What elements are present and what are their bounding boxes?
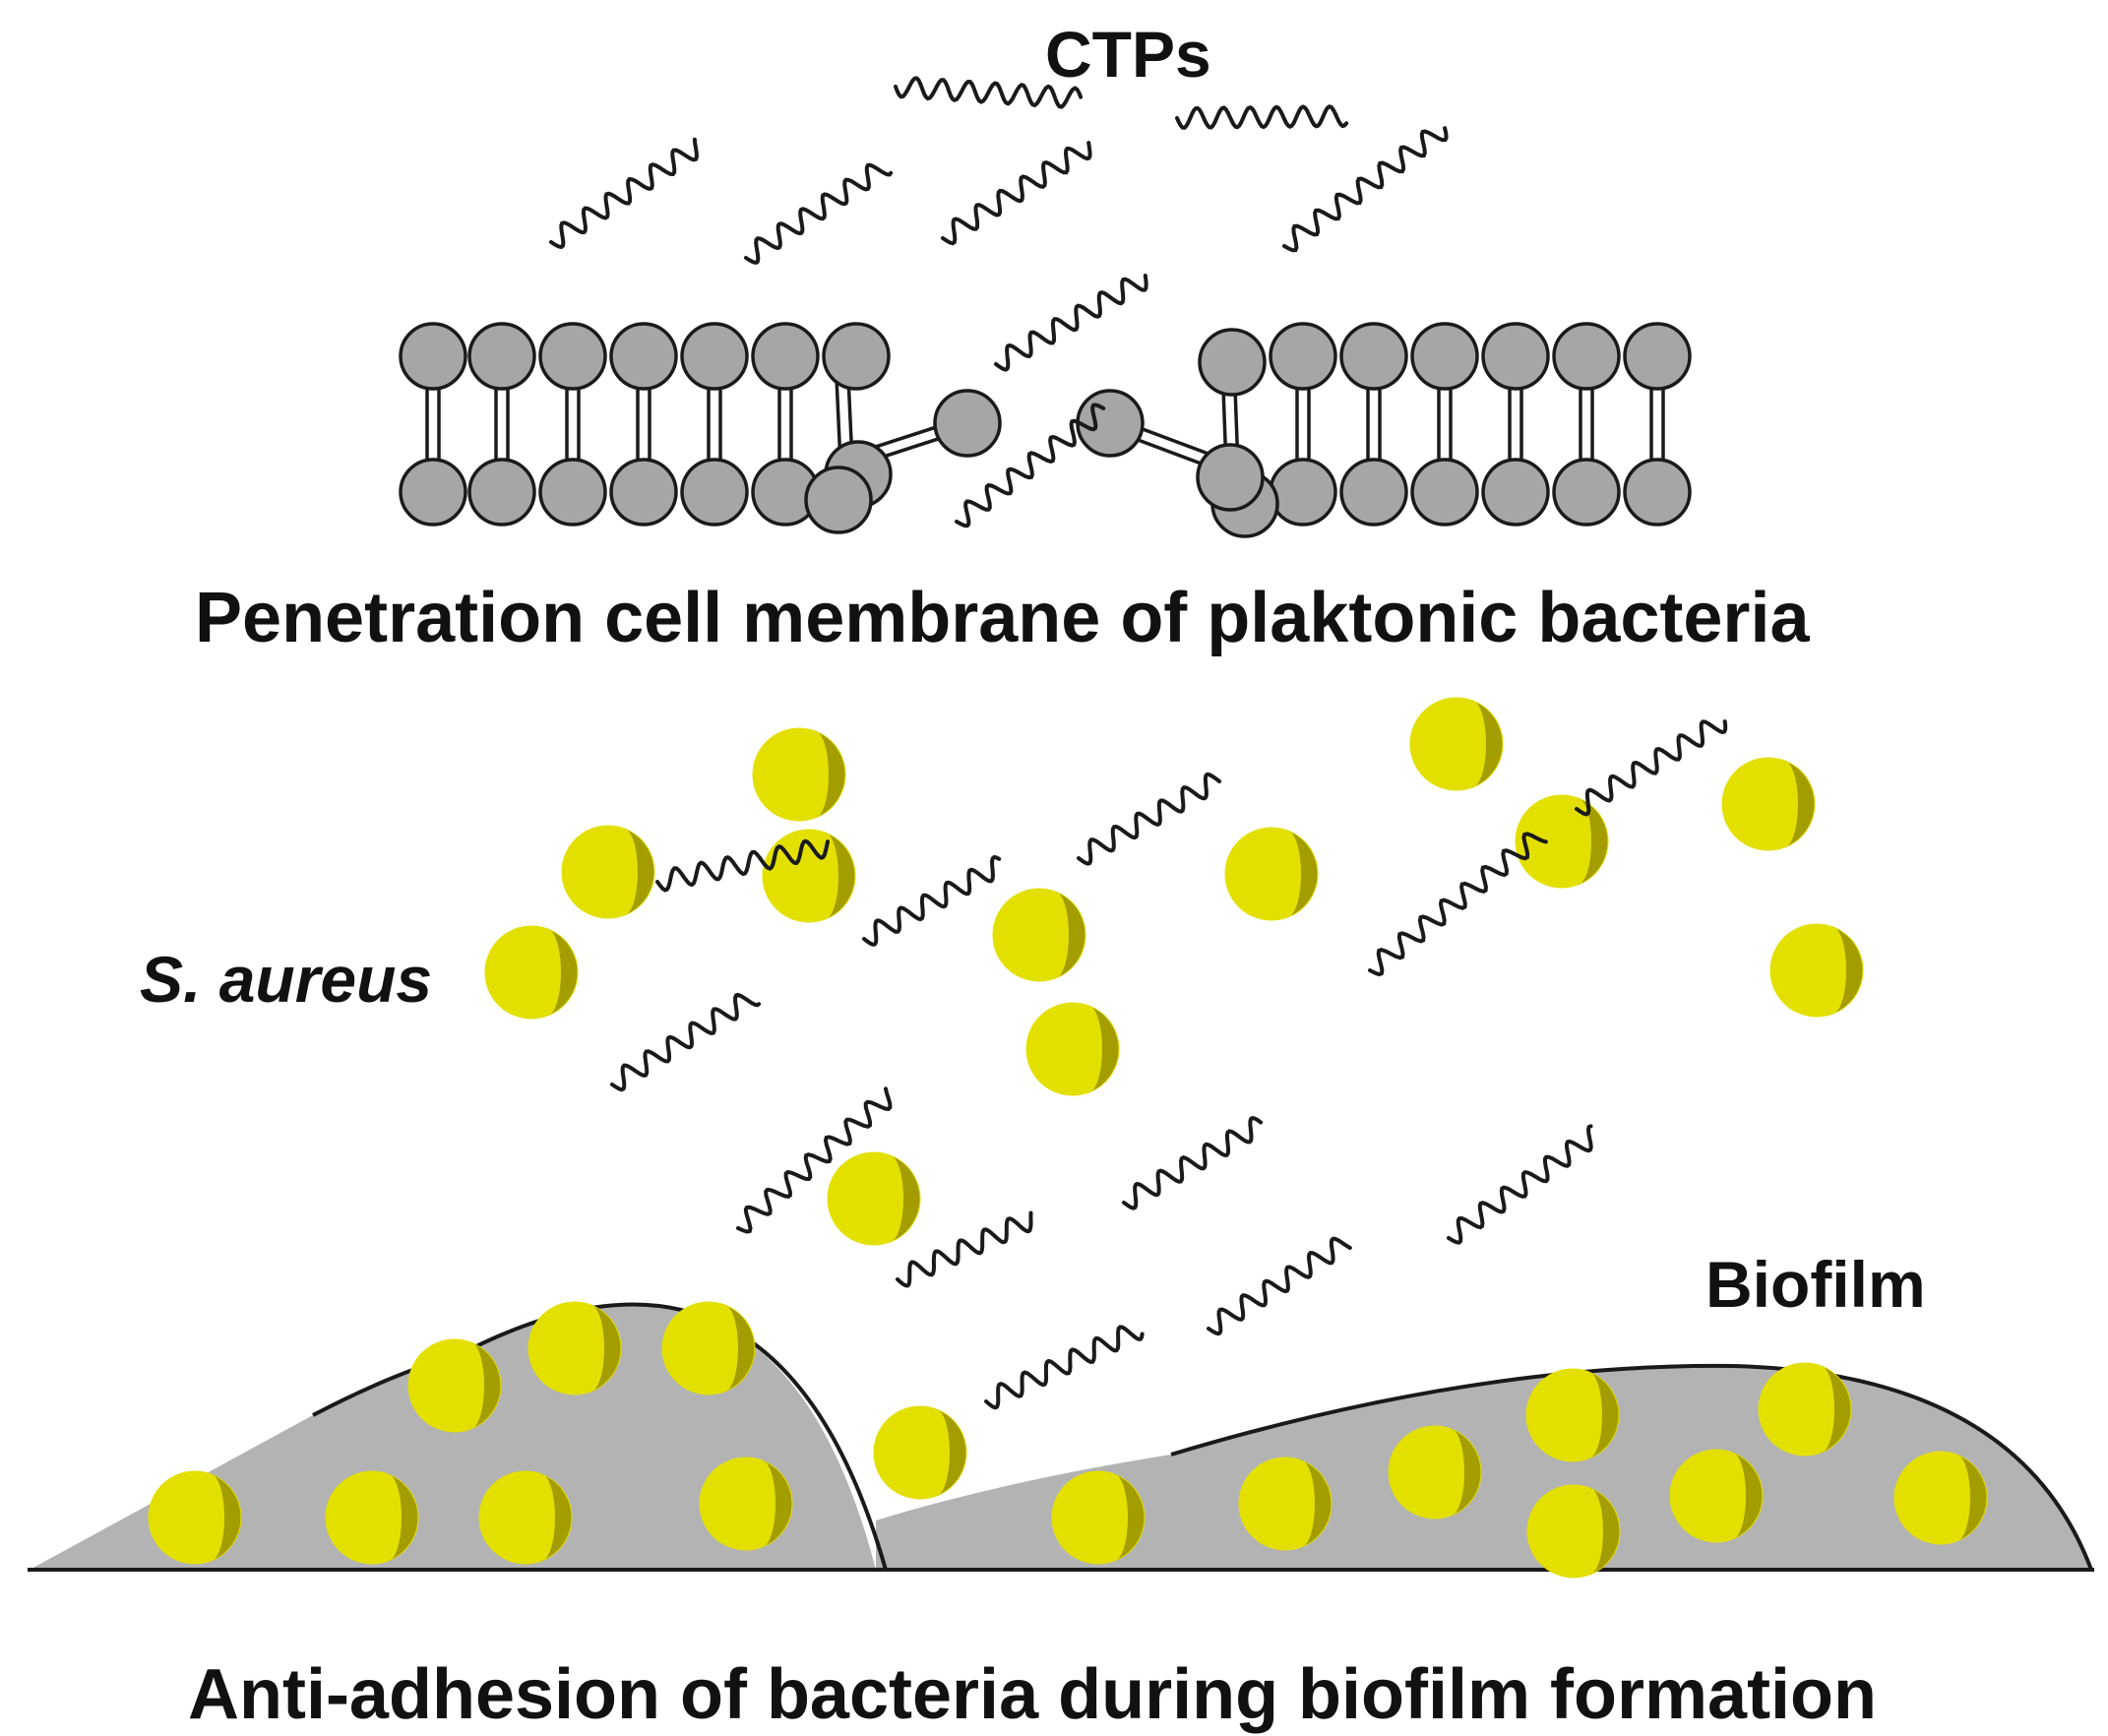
bacterium: [407, 1338, 502, 1433]
ctp-peptide: [862, 854, 1002, 947]
lipid-head: [933, 389, 1002, 458]
bacterium: [752, 727, 846, 822]
bacterium: [478, 1470, 573, 1565]
lipid-head: [1339, 322, 1408, 391]
ctp-peptide: [1575, 719, 1728, 817]
bacterium: [1388, 1425, 1482, 1519]
ctp-peptide: [1122, 1116, 1264, 1210]
lipid-head: [467, 322, 536, 391]
lipid-head: [1623, 458, 1692, 527]
lipid-head: [751, 322, 820, 391]
lipid-head: [1339, 458, 1408, 527]
ctp-peptide: [994, 274, 1148, 372]
lipid-head: [680, 458, 749, 527]
s-aureus-bacteria: [148, 697, 1988, 1579]
lipid-head: [609, 322, 678, 391]
ctp-peptide: [1175, 104, 1349, 130]
lipid-head: [1481, 322, 1550, 391]
lipid-head: [538, 322, 607, 391]
lipid-head: [399, 322, 467, 391]
biofilm-label: Biofilm: [1705, 1248, 1926, 1321]
bacterium: [1769, 923, 1864, 1018]
ctp-peptide: [894, 76, 1084, 109]
ctps-label: CTPs: [1045, 18, 1211, 91]
bacterium: [148, 1470, 242, 1565]
lipid-head: [1481, 458, 1550, 527]
bacterium: [1526, 1484, 1621, 1579]
lipid-head: [1269, 458, 1337, 527]
ctp-peptide: [955, 403, 1106, 528]
ctp-peptide: [1282, 126, 1449, 253]
ctp-peptide: [1368, 832, 1548, 977]
lipid-head: [680, 322, 749, 391]
lipid-bilayer-membrane: [399, 322, 1692, 538]
ctp-peptide: [941, 141, 1092, 246]
ctp-peptide: [744, 162, 894, 266]
lipid-head: [1623, 322, 1692, 391]
bacterium: [1409, 697, 1504, 791]
lipid-head: [1076, 389, 1145, 458]
biofilm-mound-left: [30, 1304, 876, 1570]
bacterium: [1025, 1002, 1120, 1096]
bacterium: [992, 888, 1086, 982]
ctp-peptides: [549, 76, 1728, 1410]
lipid-head: [467, 458, 536, 527]
lipid-head: [822, 322, 891, 391]
bacterium: [661, 1301, 756, 1395]
lipid-head: [804, 465, 873, 534]
bacterium: [1893, 1451, 1988, 1545]
lipid-head: [1552, 322, 1621, 391]
membrane-caption: Penetration cell membrane of plaktonic b…: [195, 579, 1810, 657]
bacterium: [1224, 827, 1319, 921]
bacterium: [1238, 1457, 1333, 1551]
ctp-peptide: [896, 1210, 1033, 1288]
s-aureus-label: S. aureus: [140, 943, 433, 1016]
lipid-head: [1552, 458, 1621, 527]
ctp-peptide: [736, 1086, 893, 1234]
biofilm-outline-right: [1170, 1363, 2093, 1571]
lipid-head: [1196, 443, 1265, 512]
lipid-head: [399, 458, 467, 527]
bacterium: [827, 1151, 921, 1246]
lipid-head: [1410, 322, 1479, 391]
biofilm-caption: Anti-adhesion of bacteria during biofilm…: [188, 1655, 1878, 1734]
ctp-peptide: [549, 137, 699, 250]
bacterium: [1721, 757, 1816, 851]
bacterium: [873, 1405, 967, 1500]
bacterium: [1758, 1362, 1852, 1457]
ctp-peptide: [984, 1325, 1145, 1410]
ctp-peptide: [655, 838, 830, 893]
bacterium: [1515, 794, 1609, 889]
lipid-head: [1198, 328, 1267, 397]
bacterium: [1669, 1449, 1764, 1543]
lipid-head: [609, 458, 678, 527]
ctp-peptide: [1077, 772, 1222, 866]
lipid-head: [1410, 458, 1479, 527]
bacterium: [561, 825, 655, 919]
ctp-peptide: [1207, 1236, 1352, 1336]
bacterium: [484, 925, 579, 1020]
ctp-peptide: [1447, 1124, 1593, 1245]
bacterium: [699, 1457, 793, 1551]
lipid-head: [1269, 322, 1337, 391]
ctp-peptide: [610, 992, 762, 1092]
bacterium: [527, 1301, 622, 1395]
bacterium: [325, 1470, 419, 1565]
lipid-head: [538, 458, 607, 527]
bacterium: [1051, 1470, 1146, 1565]
bacterium: [1525, 1368, 1620, 1462]
